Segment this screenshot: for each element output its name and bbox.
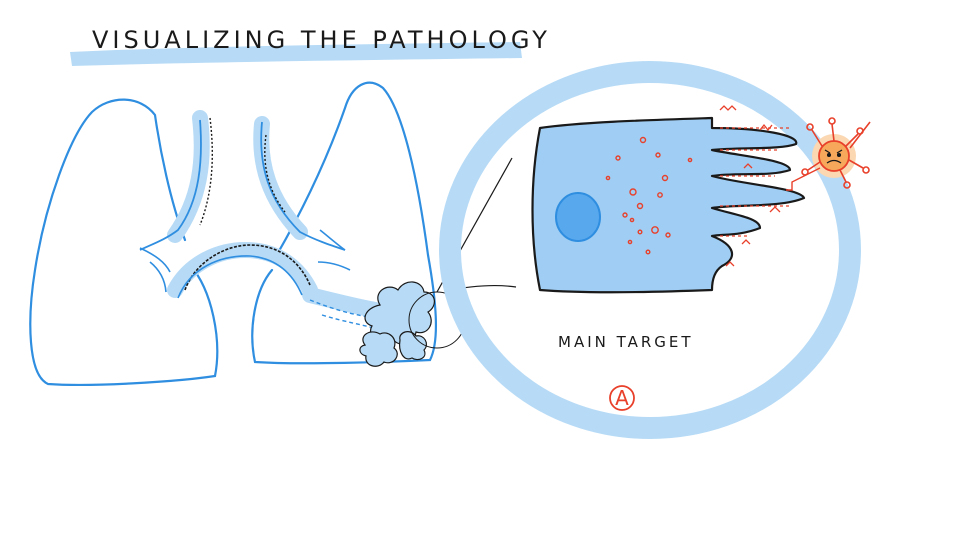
virus-attachment [786, 168, 820, 190]
left-lung [30, 100, 217, 385]
lungs-icon [30, 83, 436, 385]
virus-body [819, 141, 849, 171]
cell-icon [533, 106, 805, 292]
main-target-label: MAIN TARGET [558, 333, 694, 351]
badge-a-letter: A [615, 386, 629, 410]
page-title: VISUALIZING THE PATHOLOGY [92, 26, 551, 54]
lesion-cluster [360, 282, 435, 366]
badge-a: A [610, 386, 634, 410]
bronchus-left-branch [140, 248, 170, 292]
cell-nucleus [556, 193, 600, 241]
bronchus-right-branch [318, 230, 350, 270]
